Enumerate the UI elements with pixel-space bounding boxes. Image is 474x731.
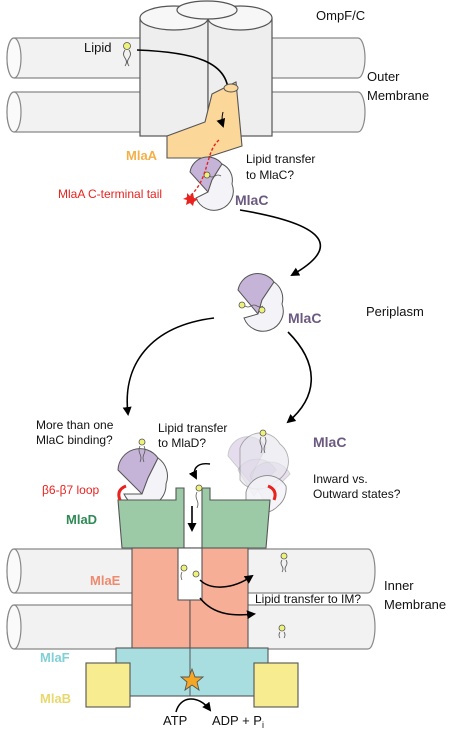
mlac-top-label: MlaC — [235, 192, 268, 208]
mlad-label: MlaD — [66, 512, 97, 527]
mlac-mid-label: MlaC — [288, 310, 321, 326]
lipid-transfer-mlad-label-1: Lipid transfer — [158, 421, 227, 435]
mlaa-protein — [166, 81, 243, 159]
transfer-to-mlad-arrow — [188, 463, 211, 480]
mlaa-tail-label: MlaA C-terminal tail — [58, 187, 162, 201]
atp-label: ATP — [163, 713, 187, 728]
arrow-to-left-mlac — [122, 317, 215, 416]
mlab-left — [85, 662, 131, 708]
lipid-label: Lipid — [84, 40, 111, 55]
lipid-transfer-mlad-label-2: to MlaD? — [158, 436, 206, 450]
mlab-label: MlaB — [40, 691, 71, 706]
inward-outward-label-1: Inward vs. — [313, 472, 368, 486]
mlaa-label: MlaA — [126, 148, 158, 163]
mlac-left-on-mlad — [117, 438, 168, 508]
more-than-one-label-2: MlaC binding? — [36, 433, 113, 447]
more-than-one-label-1: More than one — [36, 418, 114, 432]
lipid-molecule-top — [123, 42, 131, 67]
lipid-transfer-mlac-label-1: Lipid transfer — [246, 152, 315, 166]
mlab-right — [253, 662, 299, 708]
im-lipids — [278, 552, 288, 639]
mlac-periplasm — [237, 273, 284, 332]
arrow-to-im-upper — [199, 574, 254, 588]
lipid-transfer-mlac-label-2: to MlaC? — [246, 168, 294, 182]
outer-membrane-label-1: Outer — [367, 69, 400, 84]
tail-burst-icon — [183, 193, 198, 206]
arrow-to-im-lower — [199, 597, 256, 620]
lipid-transfer-im-label: Lipid transfer to IM? — [255, 592, 361, 606]
mlac-release-arrow — [239, 209, 322, 276]
inner-membrane-label-1: Inner — [384, 578, 414, 593]
atp-hydrolysis-arrow — [175, 698, 212, 713]
mlaa-c-terminal-tail-line — [189, 139, 220, 197]
mlaf-label: MlaF — [40, 650, 70, 665]
periplasm-label: Periplasm — [366, 304, 424, 319]
mlad-protein — [117, 484, 277, 549]
beta-loop-label: β6-β7 loop — [42, 483, 99, 497]
atp-star-icon — [179, 667, 205, 692]
outer-membrane-label-2: Membrane — [367, 88, 429, 103]
mlae-label: MlaE — [90, 573, 121, 588]
inward-outward-label-2: Outward states? — [313, 487, 401, 501]
adp-label: ADP + Pi — [212, 713, 264, 730]
arrow-to-right-mlac — [286, 331, 312, 424]
mlac-top — [189, 156, 234, 211]
ompf-label: OmpF/C — [316, 8, 365, 23]
inner-membrane-label-2: Membrane — [384, 597, 446, 612]
mlac-right-label: MlaC — [313, 434, 346, 450]
